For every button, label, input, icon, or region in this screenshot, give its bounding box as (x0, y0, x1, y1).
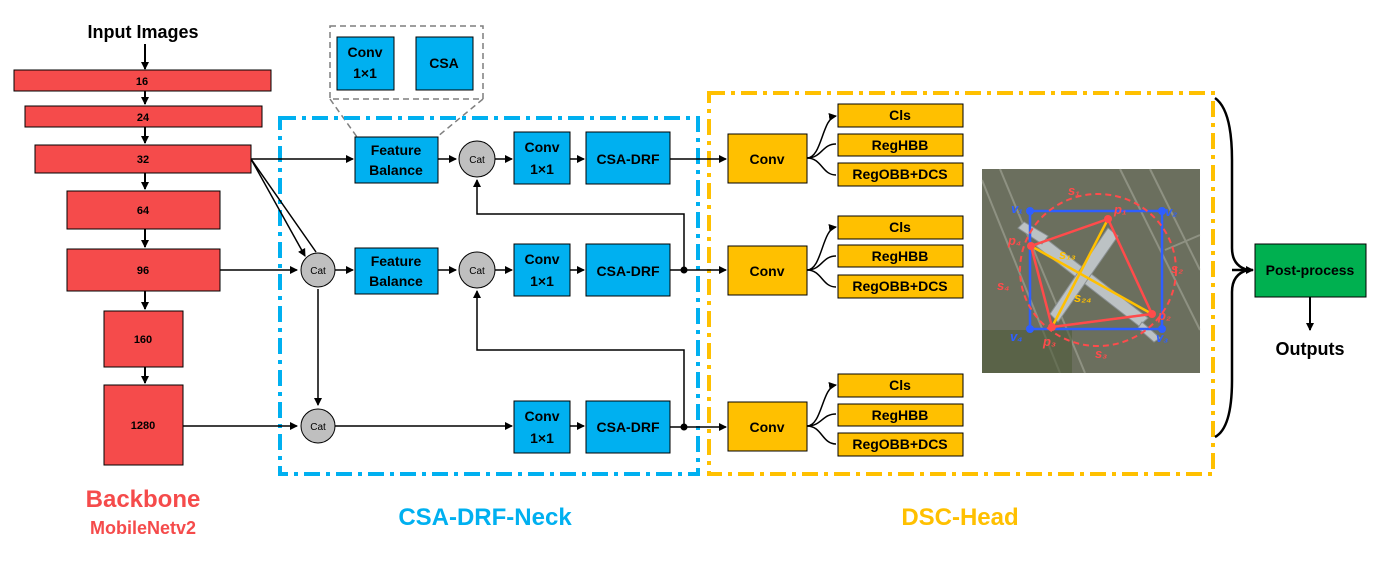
backbone-stage (103, 384, 184, 466)
reghbb-label: RegHBB (872, 137, 929, 153)
diag-label: s₁₃ (1059, 247, 1076, 262)
reghbb-output (837, 403, 964, 427)
side-label: s₃ (1095, 346, 1107, 361)
diag-label: s₂₄ (1074, 290, 1091, 305)
head-conv-block (727, 133, 808, 184)
point-label: p₃ (1042, 334, 1056, 349)
point-label: p₂ (1157, 308, 1171, 323)
output-brace (1214, 96, 1249, 439)
conv-kernel: 1×1 (530, 430, 554, 446)
head-region (707, 91, 1215, 476)
backbone-stage-label: 64 (137, 205, 150, 217)
cat-label: Cat (310, 266, 326, 277)
outputs-label: Outputs (1276, 339, 1345, 359)
feature-balance-block (354, 247, 439, 295)
conv-1x1-block (513, 131, 571, 185)
head-conv-block (727, 401, 808, 452)
cls-label: Cls (889, 377, 911, 393)
backbone-stage-label: 32 (137, 154, 149, 166)
reghbb-output (837, 133, 964, 157)
cat-label: Cat (469, 266, 485, 277)
backbone-stage (24, 105, 263, 128)
cls-output (837, 103, 964, 128)
reghbb-label: RegHBB (872, 248, 929, 264)
backbone-title: Backbone (86, 486, 201, 513)
backbone-stage-label: 24 (137, 112, 150, 124)
conv-1x1-block (513, 400, 571, 454)
csa-drf-block (585, 400, 671, 454)
cls-output (837, 373, 964, 398)
vertex-label: v₃ (1156, 330, 1168, 345)
backbone-stage-label: 160 (134, 334, 152, 346)
feature-balance-label: Feature (371, 253, 422, 269)
conv-label: Conv (525, 408, 560, 424)
inset-conv-block (336, 36, 395, 91)
reghbb-label: RegHBB (872, 407, 929, 423)
reghbb-output (837, 244, 964, 268)
backbone-stage-label: 1280 (131, 420, 155, 432)
point-label: p₁ (1113, 202, 1127, 217)
conv-1x1-block (513, 243, 571, 297)
input-images-label: Input Images (87, 22, 198, 42)
side-label: s₁ (1068, 183, 1080, 198)
csa-drf-label: CSA-DRF (597, 151, 660, 167)
csa-drf-label: CSA-DRF (597, 419, 660, 435)
neck-title: CSA-DRF-Neck (398, 504, 572, 531)
head-conv-label: Conv (750, 419, 785, 435)
cls-label: Cls (889, 107, 911, 123)
cls-label: Cls (889, 219, 911, 235)
regobb-dcs-label: RegOBB+DCS (852, 436, 947, 452)
backbone-stage-label: 16 (136, 76, 148, 88)
cat-label: Cat (310, 422, 326, 433)
post-process-label: Post-process (1266, 262, 1355, 278)
feature-balance-label: Balance (369, 162, 423, 178)
head-branch: Conv Cls RegHBB RegOBB+DCS (727, 215, 964, 299)
regobb-dcs-output (837, 432, 964, 457)
head-branch: Conv Cls RegHBB RegOBB+DCS (727, 373, 964, 457)
feature-balance-label: Feature (371, 142, 422, 158)
inset-conv-kernel: 1×1 (353, 65, 377, 81)
vertex-label: v₁ (1011, 201, 1023, 216)
csa-drf-label: CSA-DRF (597, 263, 660, 279)
regobb-dcs-output (837, 274, 964, 299)
backbone-subtitle: MobileNetv2 (90, 518, 196, 538)
side-label: s₄ (997, 278, 1009, 293)
point-label: p₄ (1007, 233, 1021, 248)
conv-kernel: 1×1 (530, 273, 554, 289)
inset-csa-label: CSA (429, 55, 459, 71)
regobb-dcs-output (837, 162, 964, 187)
conv-kernel: 1×1 (530, 161, 554, 177)
backbone-stage (66, 190, 221, 230)
head-conv-block (727, 245, 808, 296)
backbone-stage (103, 310, 184, 368)
dcs-illustration: s₁ s₂ s₃ s₄ v₁ v₂ v₃ v₄ p₁ p₂ p₃ p₄ s₁₃ … (981, 168, 1201, 374)
cls-output (837, 215, 964, 240)
conv-label: Conv (525, 251, 560, 267)
feature-balance-label: Balance (369, 273, 423, 289)
vertex-label: v₂ (1165, 204, 1177, 219)
neck-region (278, 116, 700, 476)
backbone: 16 24 32 64 96 160 1280 (13, 69, 272, 466)
inset-conv-label: Conv (348, 44, 383, 60)
regobb-dcs-label: RegOBB+DCS (852, 278, 947, 294)
head-title: DSC-Head (901, 504, 1018, 531)
csa-drf-block (585, 131, 671, 185)
head-conv-label: Conv (750, 151, 785, 167)
cat-label: Cat (469, 155, 485, 166)
backbone-stage (13, 69, 272, 92)
head-branch: Conv Cls RegHBB RegOBB+DCS (727, 103, 964, 187)
regobb-dcs-label: RegOBB+DCS (852, 166, 947, 182)
side-label: s₂ (1171, 261, 1183, 276)
inset-csa-block (415, 36, 474, 91)
vertex-label: v₄ (1010, 329, 1022, 344)
conv-label: Conv (525, 139, 560, 155)
feature-balance-block (354, 136, 439, 184)
backbone-stage-label: 96 (137, 265, 149, 277)
head-conv-label: Conv (750, 263, 785, 279)
post-process-block (1254, 243, 1367, 298)
feature-balance-inset: Conv 1×1 CSA (329, 25, 484, 138)
